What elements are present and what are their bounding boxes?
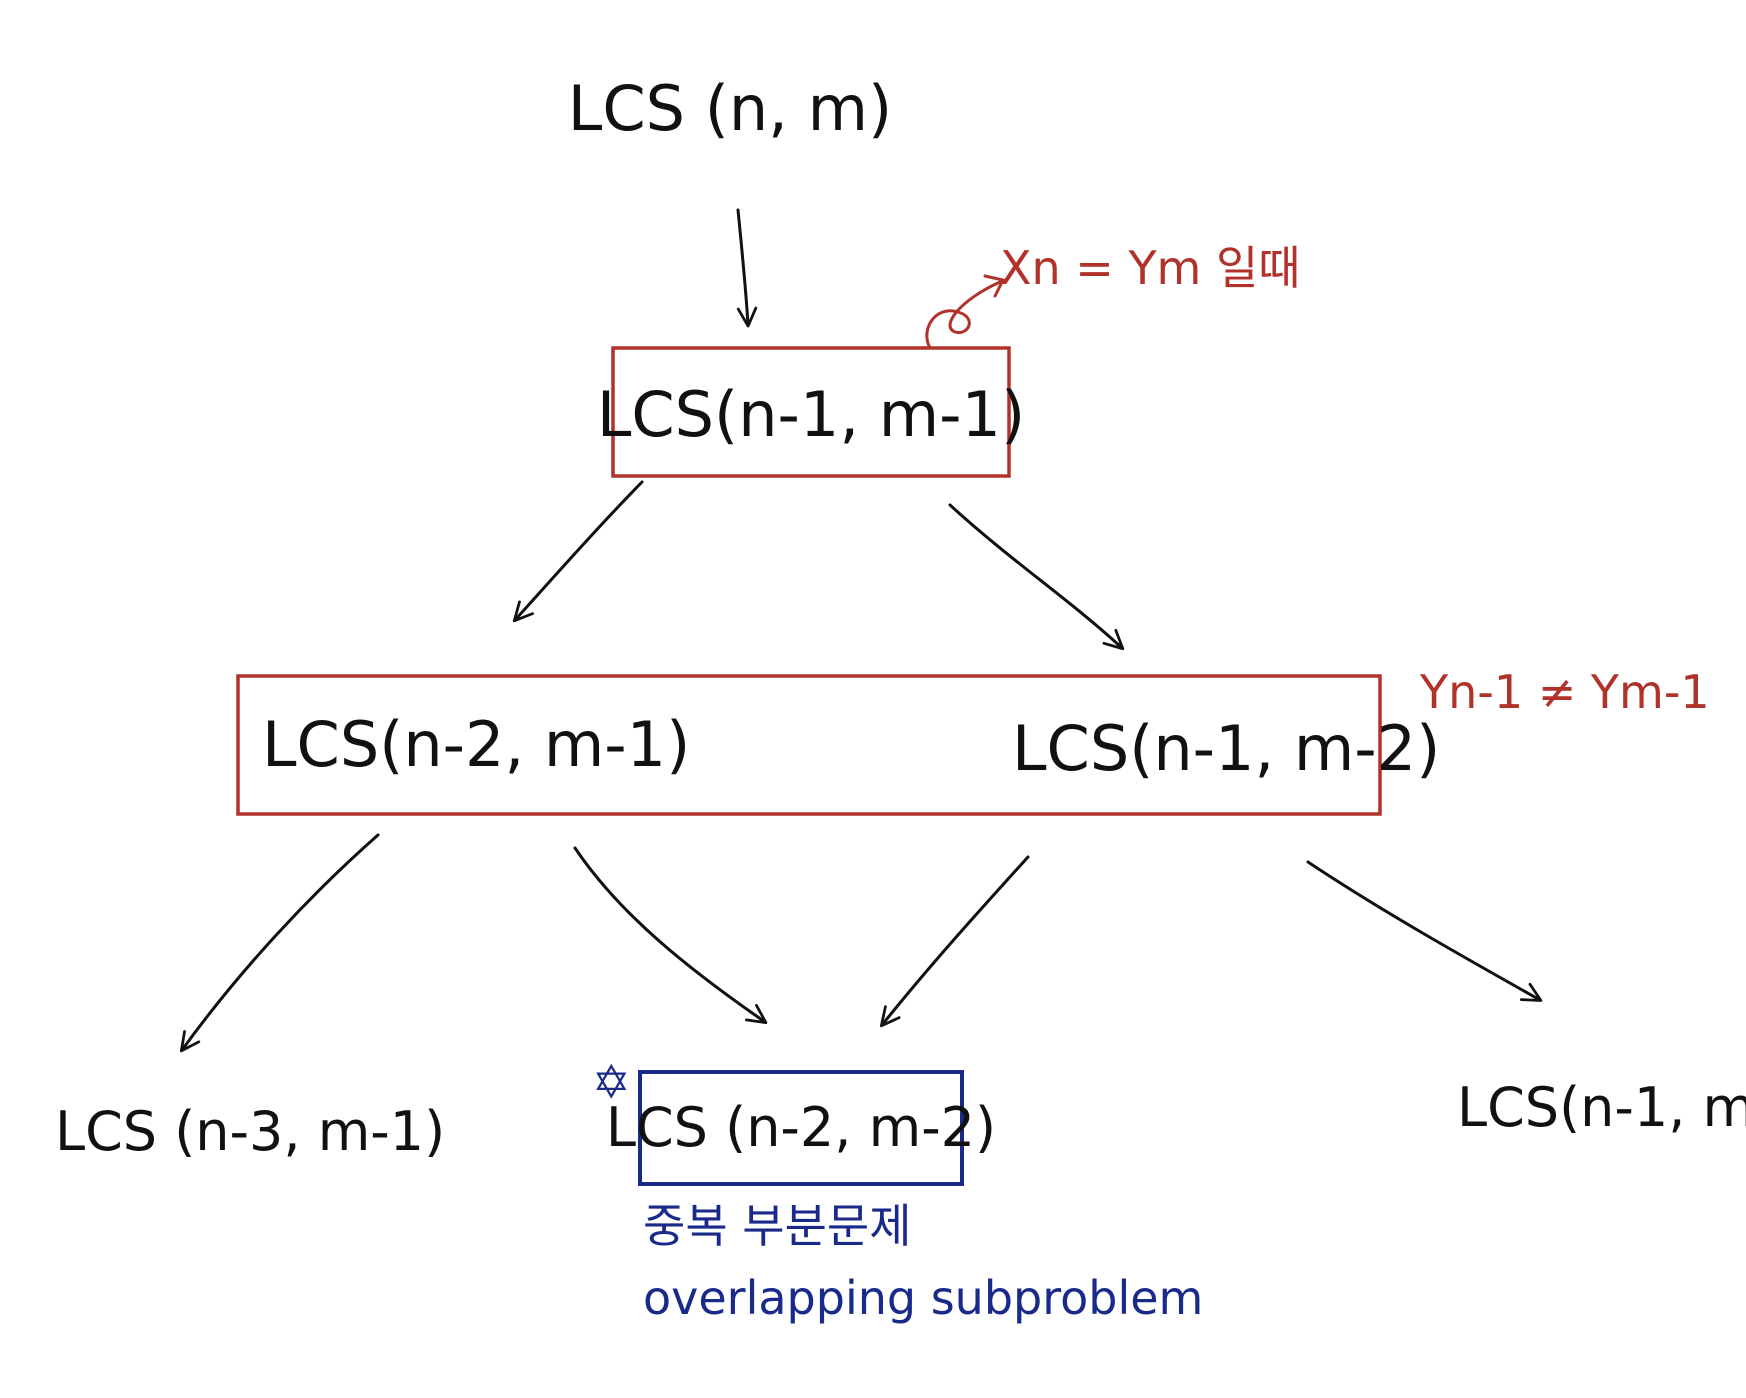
arrow-root-to-level1 (736, 208, 758, 328)
equal-condition-callout (925, 280, 1002, 350)
arrow-left-to-level3-middle (573, 846, 768, 1025)
level3-middle-box (638, 1070, 964, 1186)
arrow-right-to-level3-middle (879, 855, 1030, 1028)
arrow-level1-to-left (512, 480, 644, 623)
level2-right-node-label: LCS(n-1, m-2) (1012, 712, 1440, 785)
not-equal-condition-note: Yn-1 ≠ Ym-1 (1419, 665, 1710, 719)
level3-middle-node-label: LCS (n-2, m-2) (606, 1096, 996, 1159)
root-node-label: LCS (n, m) (568, 72, 892, 145)
star-mark: ✡ (592, 1055, 631, 1109)
equal-condition-callout-head (983, 274, 1006, 298)
level2-box (236, 674, 1382, 816)
level3-left-node-label: LCS (n-3, m-1) (55, 1100, 445, 1163)
level2-left-node-label: LCS(n-2, m-1) (262, 708, 690, 781)
arrow-level1-to-right (948, 503, 1125, 651)
overlap-english-note: overlapping subproblem (643, 1271, 1203, 1325)
overlap-korean-note: 중복 부분문제 (643, 1199, 912, 1253)
arrow-right-to-level3-right (1306, 860, 1543, 1002)
level3-right-node-label: LCS(n-1, m-3) (1457, 1076, 1746, 1139)
arrow-left-to-level3-left (179, 833, 380, 1053)
level1-node-label: LCS(n-1, m-1) (597, 378, 1025, 451)
equal-condition-note: Xn = Ym 일때 (1000, 241, 1301, 295)
level1-box (611, 346, 1011, 478)
